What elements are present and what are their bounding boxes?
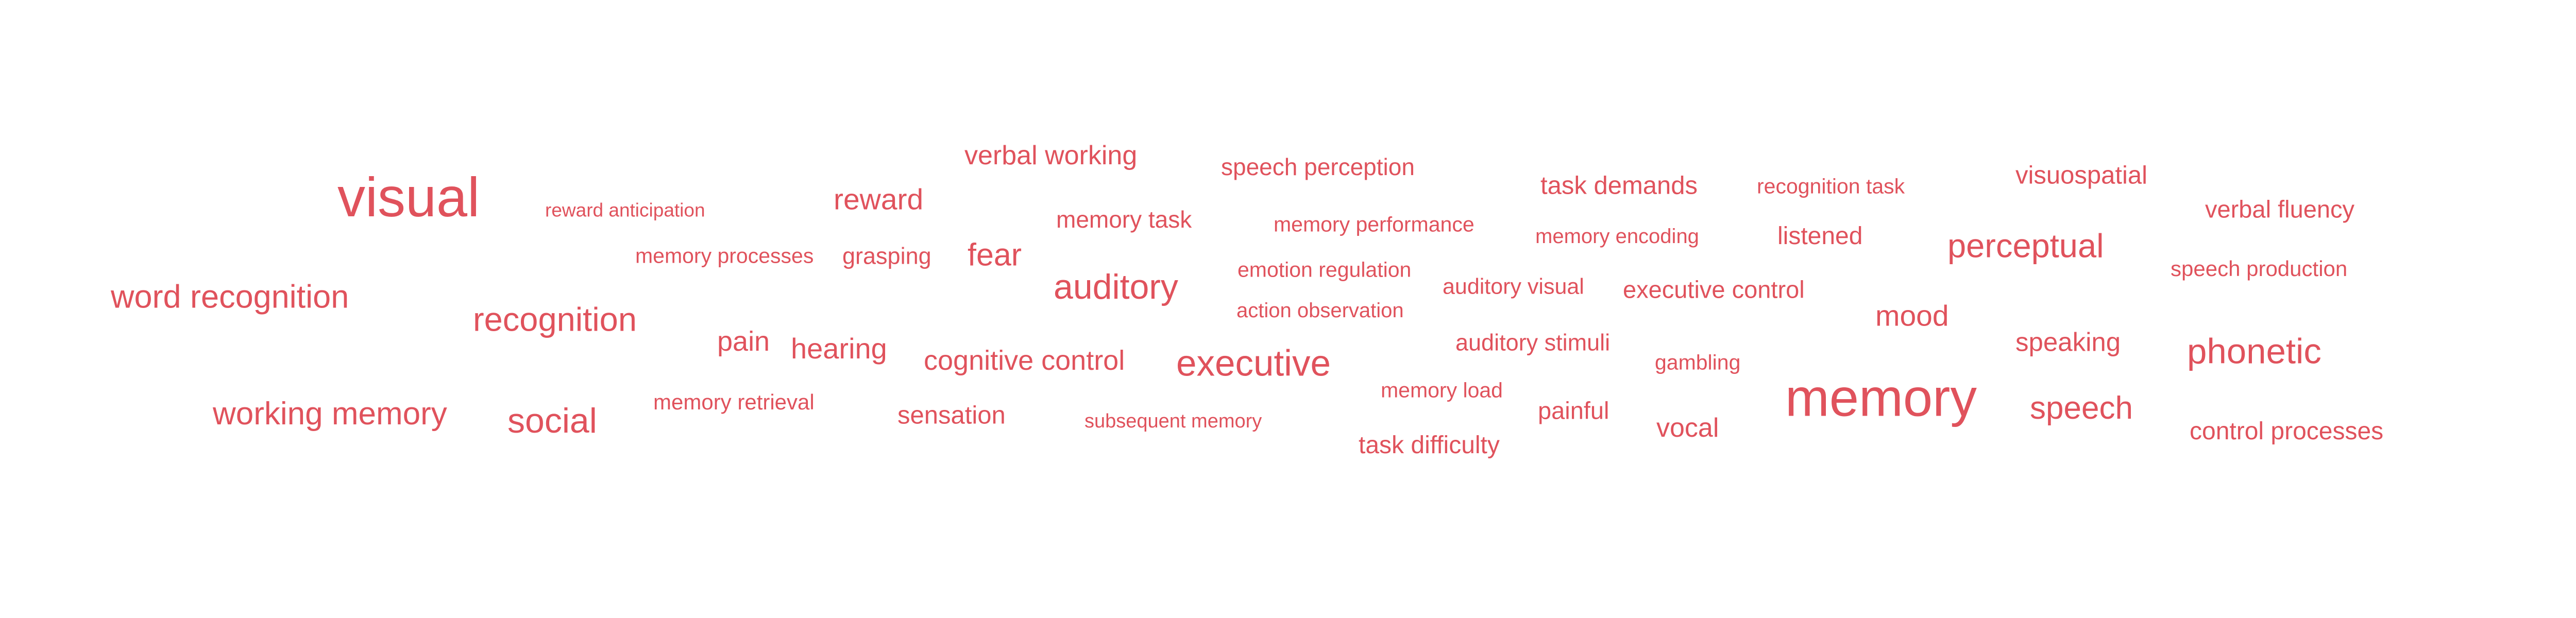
word-cloud-term: visual [337,166,480,228]
word-cloud-term: gambling [1655,350,1741,374]
word-cloud-term: auditory visual [1443,274,1584,299]
word-cloud-term: speech [2030,390,2133,426]
word-cloud-term: grasping [842,243,931,269]
word-cloud-term: pain [717,326,770,357]
word-cloud-term: verbal fluency [2205,195,2354,223]
word-cloud-term: perceptual [1947,227,2104,265]
word-cloud-term: auditory stimuli [1455,329,1611,356]
word-cloud-term: reward anticipation [545,199,705,221]
word-cloud-term: visuospatial [2015,161,2148,190]
word-cloud-term: task demands [1540,171,1698,200]
word-cloud-term: painful [1538,397,1609,424]
word-cloud-term: social [507,401,597,440]
word-cloud-term: verbal working [964,141,1138,170]
word-cloud-term: action observation [1236,299,1404,322]
word-cloud-term: speech perception [1221,153,1415,180]
word-cloud-term: reward [834,183,924,216]
word-cloud-term: memory encoding [1535,225,1699,248]
word-cloud-term: vocal [1656,413,1719,443]
word-cloud-term: sensation [897,401,1006,430]
word-cloud-term: recognition task [1757,174,1905,198]
word-cloud-term: speech production [2171,256,2348,281]
word-cloud-term: memory load [1381,378,1503,402]
word-cloud-term: cognitive control [924,345,1125,376]
word-cloud-term: memory task [1056,206,1192,233]
word-cloud-term: speaking [2015,327,2121,357]
word-cloud-term: task difficulty [1359,432,1500,459]
word-cloud-term: memory performance [1274,212,1475,236]
word-cloud-term: hearing [791,332,887,365]
word-cloud-term: memory retrieval [653,390,815,414]
word-cloud-term: control processes [2190,418,2384,445]
word-cloud-term: emotion regulation [1238,258,1412,282]
word-cloud-term: memory processes [635,244,814,268]
word-cloud-term: subsequent memory [1084,410,1262,432]
word-cloud-term: word recognition [111,279,349,315]
word-cloud-term: mood [1875,299,1949,333]
word-cloud-term: fear [968,237,1022,272]
word-cloud-term: auditory [1054,267,1178,306]
word-cloud-term: working memory [213,396,447,432]
word-cloud-term: phonetic [2187,331,2321,371]
word-cloud-term: memory [1785,368,1977,427]
word-cloud-term: listened [1777,222,1863,250]
word-cloud-term: recognition [473,300,637,338]
word-cloud-term: executive control [1623,276,1805,303]
word-cloud-term: executive [1176,343,1331,384]
